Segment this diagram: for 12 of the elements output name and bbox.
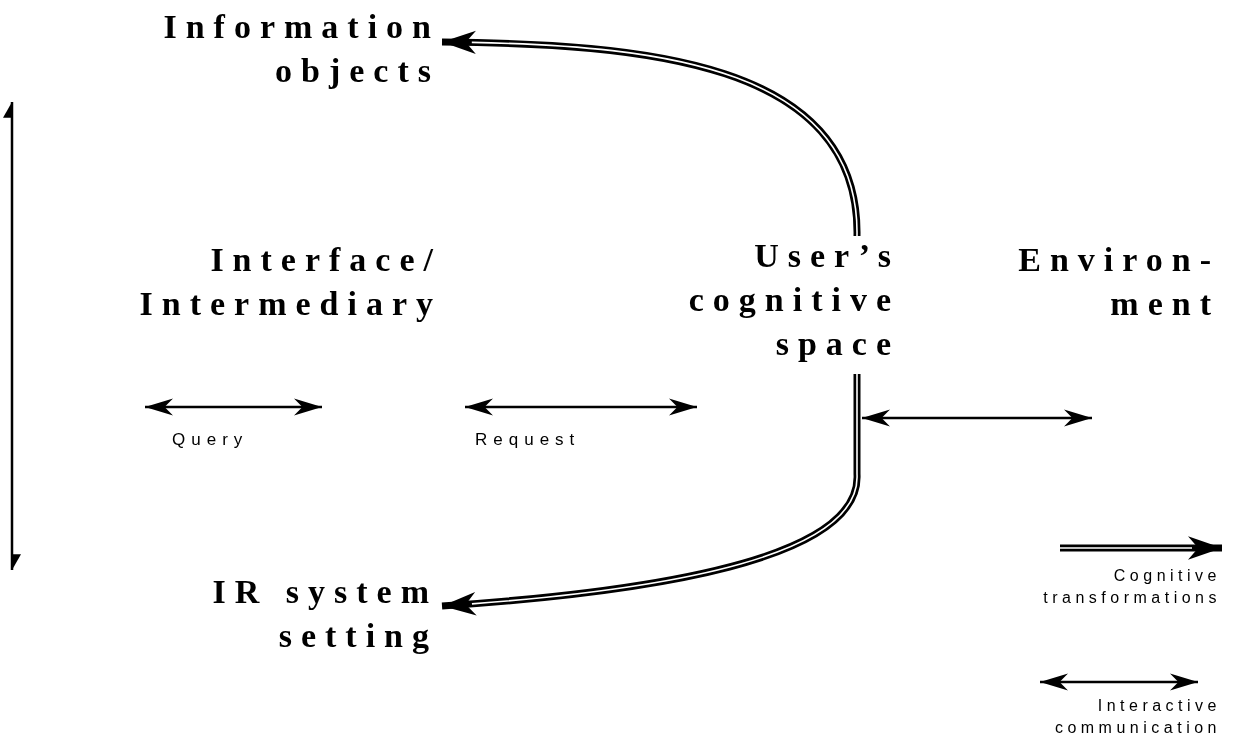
node-label: Interface/ Intermediary: [138, 240, 442, 324]
double-line-arrow: [441, 373, 861, 616]
arrow: [145, 398, 322, 416]
arrow: [862, 409, 1092, 427]
legend-label: Cognitive transformations: [1042, 566, 1221, 608]
node-label: User’s cognitive space: [687, 236, 900, 364]
legend-label: Interactive communication: [1053, 696, 1221, 738]
node-label: Information objects: [162, 7, 440, 91]
double-line-arrow: [441, 30, 861, 237]
node-label: Environ- ment: [1017, 240, 1220, 324]
node-label: IR system setting: [211, 572, 438, 656]
arrow: [465, 398, 697, 416]
